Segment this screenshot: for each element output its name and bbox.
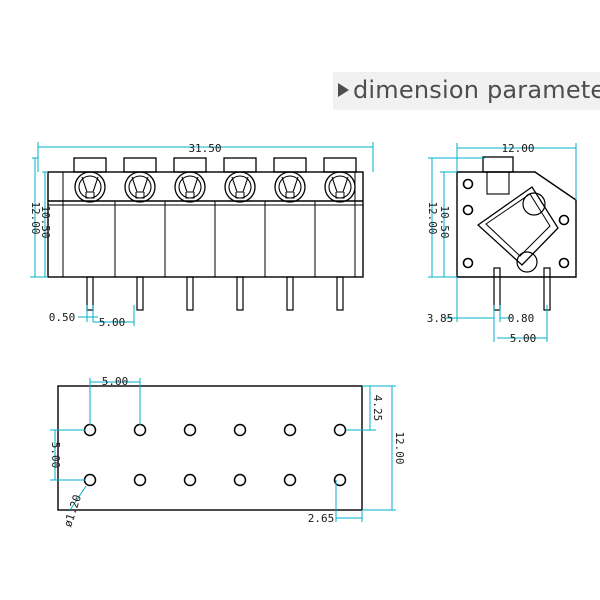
pcb-hole bbox=[183, 423, 197, 437]
side-view bbox=[456, 156, 577, 311]
side-button-stem bbox=[486, 171, 510, 195]
dimension-label: 12.00 bbox=[426, 201, 439, 234]
play-triangle-icon bbox=[338, 83, 349, 97]
push-button bbox=[123, 157, 157, 173]
pcb-hole bbox=[133, 473, 147, 487]
clamp-contact bbox=[135, 192, 145, 199]
dimension-label: 12.00 bbox=[393, 431, 406, 464]
push-button bbox=[73, 157, 107, 173]
dimension-label: 0.80 bbox=[508, 312, 535, 325]
push-button bbox=[223, 157, 257, 173]
push-button bbox=[273, 157, 307, 173]
bottom-body-outline bbox=[57, 385, 363, 511]
pcb-hole bbox=[233, 473, 247, 487]
wire-entry bbox=[74, 171, 106, 203]
pcb-hole bbox=[333, 423, 347, 437]
dimension-label: 3.85 bbox=[427, 312, 454, 325]
side-mounting-hole bbox=[462, 257, 474, 269]
side-body-outline bbox=[456, 171, 577, 278]
clamp-spring bbox=[231, 176, 249, 193]
clamp-spring bbox=[281, 176, 299, 193]
section-title: dimension parameter bbox=[353, 76, 600, 104]
leader-line bbox=[69, 485, 87, 511]
dimension-label: 5.00 bbox=[49, 442, 62, 469]
pcb-hole bbox=[233, 423, 247, 437]
wire-entry bbox=[124, 171, 156, 203]
clamp-contact bbox=[285, 192, 295, 199]
clamp-spring bbox=[81, 176, 99, 193]
solder-pin bbox=[86, 276, 94, 311]
clamp-spring bbox=[331, 176, 349, 193]
solder-pin bbox=[236, 276, 244, 311]
section-header: dimension parameter bbox=[333, 72, 600, 110]
dimension-label: 10.50 bbox=[438, 205, 451, 238]
pcb-hole bbox=[133, 423, 147, 437]
solder-pin bbox=[336, 276, 344, 311]
dimension-label: 12.00 bbox=[29, 201, 42, 234]
pcb-hole bbox=[283, 423, 297, 437]
wire-entry bbox=[174, 171, 206, 203]
pcb-hole bbox=[283, 473, 297, 487]
pcb-hole bbox=[183, 473, 197, 487]
side-mounting-hole bbox=[558, 214, 570, 226]
clamp-spring bbox=[131, 176, 149, 193]
push-button bbox=[323, 157, 357, 173]
dimension-label: 5.00 bbox=[99, 316, 126, 329]
front-view bbox=[47, 157, 364, 311]
dimension-label: ø1.20 bbox=[61, 493, 84, 529]
wire-entry bbox=[274, 171, 306, 203]
dimension-label: 4.25 bbox=[371, 395, 384, 422]
wire-entry bbox=[324, 171, 356, 203]
side-wire-channel bbox=[476, 186, 559, 266]
dimension-label: 12.00 bbox=[501, 142, 534, 155]
pcb-hole bbox=[83, 473, 97, 487]
side-mounting-hole bbox=[462, 178, 474, 190]
wire-entry bbox=[224, 171, 256, 203]
clamp-contact bbox=[85, 192, 95, 199]
side-mounting-hole bbox=[558, 257, 570, 269]
side-pin-front bbox=[493, 267, 501, 311]
side-mounting-hole bbox=[462, 204, 474, 216]
dimension-label: 0.50 bbox=[49, 311, 76, 324]
side-contact-round bbox=[516, 251, 538, 273]
bottom-view bbox=[57, 385, 363, 511]
dimension-label: 5.00 bbox=[102, 375, 129, 388]
push-button bbox=[173, 157, 207, 173]
dimension-label: 31.50 bbox=[188, 142, 221, 155]
side-pin-rear bbox=[543, 267, 551, 311]
dimension-label: 2.65 bbox=[308, 512, 335, 525]
clamp-contact bbox=[235, 192, 245, 199]
solder-pin bbox=[186, 276, 194, 311]
solder-pin bbox=[136, 276, 144, 311]
side-spring-coil bbox=[522, 192, 546, 216]
side-push-button bbox=[482, 156, 514, 173]
clamp-spring bbox=[181, 176, 199, 193]
dimension-label: 10.50 bbox=[39, 205, 52, 238]
dimension-label: 5.00 bbox=[510, 332, 537, 345]
side-spring-clamp bbox=[485, 193, 551, 257]
pcb-hole bbox=[83, 423, 97, 437]
clamp-contact bbox=[185, 192, 195, 199]
solder-pin bbox=[286, 276, 294, 311]
clamp-contact bbox=[335, 192, 345, 199]
pcb-hole bbox=[333, 473, 347, 487]
